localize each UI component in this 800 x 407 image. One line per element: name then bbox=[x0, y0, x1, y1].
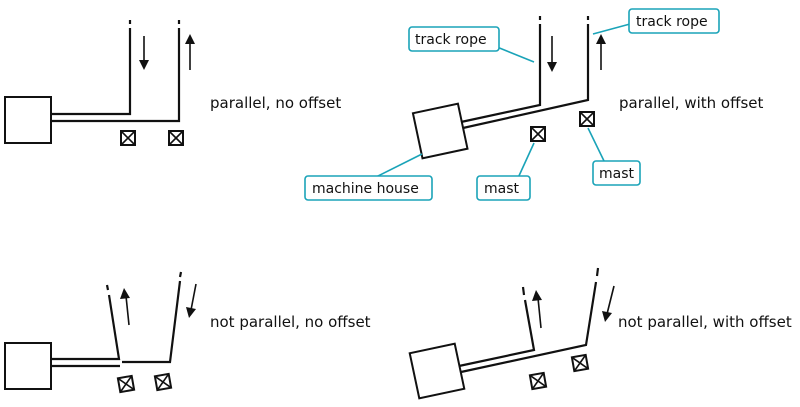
up-arrow bbox=[532, 290, 542, 329]
panel-parallel-no-offset: parallel, no offset bbox=[4, 20, 341, 146]
machine-house-box bbox=[411, 102, 469, 160]
caption-parallel-with-offset: parallel, with offset bbox=[619, 94, 763, 112]
rope-loop-inner bbox=[462, 24, 590, 130]
mast bbox=[153, 372, 173, 392]
rope-break-left bbox=[105, 284, 110, 291]
label-machine-house: machine house bbox=[304, 153, 433, 201]
down-arrow bbox=[602, 285, 615, 322]
label-mast-right: mast bbox=[587, 127, 641, 186]
caption-not-parallel-no-offset: not parallel, no offset bbox=[210, 313, 371, 331]
up-arrow bbox=[120, 288, 130, 326]
up-arrow bbox=[596, 34, 606, 70]
svg-text:mast: mast bbox=[484, 181, 520, 197]
svg-text:mast: mast bbox=[599, 166, 635, 182]
rope-loop bbox=[51, 28, 132, 116]
mast bbox=[528, 371, 548, 391]
rope-break-right bbox=[178, 271, 183, 278]
caption-not-parallel-with-offset: not parallel, with offset bbox=[618, 313, 792, 331]
rope-loop-inner bbox=[51, 280, 182, 368]
svg-text:track rope: track rope bbox=[415, 32, 487, 48]
down-arrow bbox=[186, 283, 197, 318]
label-track-rope-left: track rope bbox=[408, 26, 535, 63]
rope-loop-inner bbox=[460, 281, 598, 374]
rope-break-right bbox=[595, 267, 600, 277]
panel-not-parallel-with-offset: not parallel, with offset bbox=[408, 267, 792, 400]
machine-house-box bbox=[408, 342, 466, 400]
mast bbox=[530, 126, 546, 142]
rope-loop bbox=[51, 294, 121, 361]
svg-text:track rope: track rope bbox=[636, 14, 708, 30]
panel-not-parallel-no-offset: not parallel, no offset bbox=[4, 271, 371, 394]
mast bbox=[120, 130, 136, 146]
mast bbox=[168, 130, 184, 146]
rope-break-left bbox=[521, 286, 526, 296]
rope-loop bbox=[460, 24, 542, 124]
down-arrow bbox=[139, 36, 149, 70]
mast bbox=[579, 111, 595, 127]
up-arrow bbox=[185, 34, 195, 70]
down-arrow bbox=[547, 36, 557, 72]
rope-loop bbox=[458, 299, 536, 368]
mast bbox=[570, 353, 590, 373]
machine-house-box bbox=[4, 342, 52, 390]
label-track-rope-right: track rope bbox=[592, 8, 720, 35]
rope-loop-inner bbox=[51, 28, 181, 123]
panel-parallel-with-offset: parallel, with offset track rope track r… bbox=[304, 8, 763, 201]
svg-text:machine house: machine house bbox=[312, 181, 419, 197]
caption-parallel-no-offset: parallel, no offset bbox=[210, 94, 341, 112]
machine-house-box bbox=[4, 96, 52, 144]
label-mast-left: mast bbox=[476, 142, 535, 201]
mast bbox=[116, 374, 136, 394]
